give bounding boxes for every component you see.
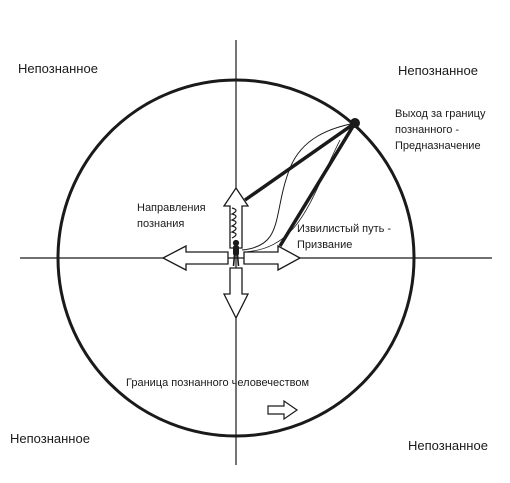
label-unknown-top-right: Непознанное	[398, 63, 478, 78]
winding-path	[241, 122, 356, 251]
label-winding-line-2: Призвание	[297, 239, 353, 251]
lower-straight-path	[278, 122, 357, 247]
arrow-up-icon	[222, 186, 250, 249]
label-unknown-bottom-left: Непознанное	[10, 431, 90, 446]
label-boundary: Граница познанного человечеством	[126, 377, 310, 389]
arrow-right-icon	[243, 244, 302, 272]
label-unknown-bottom-right: Непознанное	[408, 438, 488, 453]
direction-arrows	[161, 186, 302, 320]
upper-straight-path	[243, 121, 357, 202]
label-exit-line-2: познанного -	[395, 124, 460, 136]
person-icon	[232, 239, 240, 267]
label-unknown-top-left: Непознанное	[18, 61, 98, 76]
label-exit-line-1: Выход за границу	[395, 108, 486, 120]
label-exit-line-3: Предназначение	[395, 140, 481, 152]
label-winding-line-1: Извилистый путь -	[297, 223, 392, 235]
label-directions-line-1: Направления	[137, 202, 206, 214]
arrow-left-icon	[161, 244, 229, 272]
boundary-arrow-icon	[267, 399, 299, 421]
label-directions-line-2: познания	[137, 218, 185, 230]
winding-path-inner	[244, 139, 341, 253]
spiral-icon	[230, 207, 237, 239]
arrow-down-icon	[222, 267, 250, 320]
boundary-circle	[56, 78, 416, 438]
